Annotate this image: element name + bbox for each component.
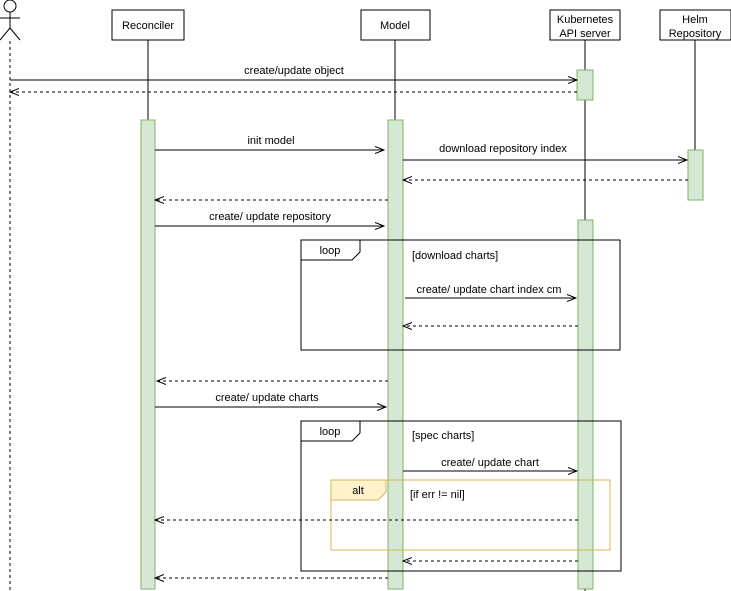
helm-activation: [687, 149, 704, 201]
message-init-model-label: init model: [247, 135, 294, 147]
message-create-update-object-label: create/update object: [244, 65, 344, 77]
model-participant: Model: [360, 9, 431, 41]
kubernetes-label-line2: API server: [559, 28, 611, 40]
message-download-repository-index-label: download repository index: [439, 143, 567, 155]
message-create-update-charts-label: create/ update charts: [215, 392, 319, 404]
kubernetes-activation-2: [577, 219, 594, 590]
kubernetes-label-line1: Kubernetes: [557, 14, 614, 26]
helm-label-line1: Helm: [682, 14, 708, 26]
helm-participant: Helm Repository: [659, 9, 731, 41]
loop-download-charts-frame: loop [download charts]: [300, 239, 621, 351]
loop-download-charts-label: loop: [320, 245, 341, 257]
alt-error-guard: [if err != nil]: [410, 489, 465, 501]
kubernetes-activation-1: [576, 69, 594, 101]
reconciler-activation: [140, 119, 156, 590]
message-create-update-chart-index-cm-label: create/ update chart index cm: [417, 284, 562, 296]
alt-error-label: alt: [352, 485, 364, 497]
helm-label-line2: Repository: [669, 28, 722, 40]
alt-error-frame: alt [if err != nil]: [330, 479, 611, 551]
reconciler-label: Reconciler: [122, 20, 174, 32]
loop-download-charts-guard: [download charts]: [412, 250, 498, 262]
actor-figure: [0, 0, 21, 41]
model-label: Model: [380, 20, 410, 32]
message-create-update-repository-label: create/ update repository: [209, 211, 331, 223]
reconciler-participant: Reconciler: [111, 9, 185, 41]
kubernetes-participant: Kubernetes API server: [549, 9, 621, 41]
loop-spec-charts-guard: [spec charts]: [412, 430, 474, 442]
message-create-update-chart-label: create/ update chart: [441, 457, 539, 469]
model-activation: [387, 119, 404, 590]
loop-spec-charts-label: loop: [320, 426, 341, 438]
loop-spec-charts-frame: loop [spec charts]: [300, 420, 622, 572]
